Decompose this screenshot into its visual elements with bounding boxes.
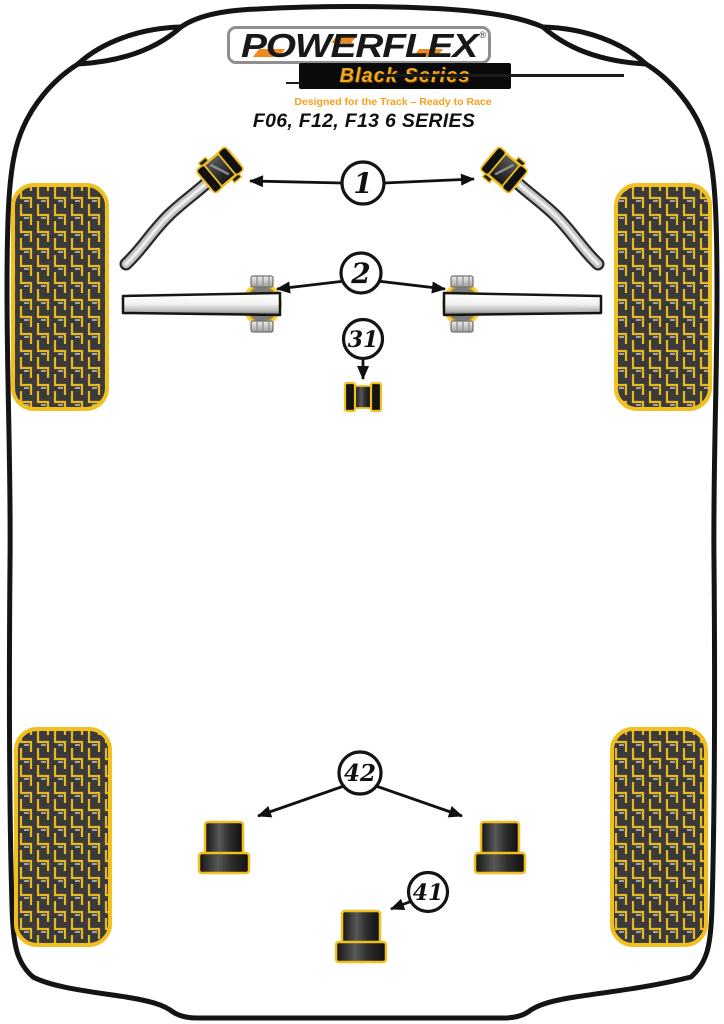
arrow-42-right bbox=[375, 784, 463, 818]
callout-1-label: 1 bbox=[353, 167, 372, 200]
vehicle-model-title: F06, F12, F13 6 SERIES bbox=[252, 110, 476, 132]
top-hat-bush-rear-centre-icon bbox=[334, 909, 388, 964]
banner-strike-line bbox=[379, 74, 624, 77]
headlight-right-outline bbox=[540, 24, 649, 67]
callout-markers: 1 2 31 42 41 bbox=[337, 160, 450, 914]
control-arm-right bbox=[442, 275, 603, 333]
car-body-outline bbox=[4, 4, 720, 1021]
arrow-42-left bbox=[257, 784, 345, 818]
callout-arrows bbox=[249, 173, 475, 911]
arrow-1-right bbox=[383, 173, 475, 186]
callout-2-label: 2 bbox=[350, 257, 370, 290]
callout-41: 41 bbox=[406, 870, 450, 914]
brand-tagline: Designed for the Track – Ready to Race bbox=[294, 96, 492, 108]
small-spool-bush-icon bbox=[343, 381, 383, 413]
callout-42-label: 42 bbox=[344, 760, 376, 787]
control-arm-left bbox=[121, 275, 282, 333]
headlight-left-outline bbox=[75, 24, 184, 67]
callout-42: 42 bbox=[337, 750, 383, 796]
control-arm-bar-left bbox=[121, 291, 282, 317]
top-hat-bush-rear-left-icon bbox=[197, 820, 251, 875]
tire-rear-left bbox=[14, 727, 112, 947]
top-hat-bush-rear-right-icon bbox=[473, 820, 527, 875]
logo-wordmark: POWERFLEX bbox=[240, 26, 478, 64]
powerflex-logo: POWERFLEX ® bbox=[227, 26, 491, 64]
callout-2: 2 bbox=[339, 251, 383, 295]
tire-front-left bbox=[11, 183, 109, 411]
tire-rear-right bbox=[610, 727, 708, 947]
tire-front-right bbox=[614, 183, 712, 411]
callout-41-label: 41 bbox=[413, 880, 444, 906]
car-body-side-and-rear bbox=[4, 61, 720, 1021]
arrow-2-left bbox=[276, 279, 346, 294]
registered-trademark-symbol: ® bbox=[479, 30, 486, 40]
bonnet-top-outline bbox=[178, 4, 546, 30]
arrow-41 bbox=[390, 898, 413, 911]
anti-roll-bar-bush-front-right-icon bbox=[480, 146, 528, 194]
anti-roll-bar-bush-front-left-icon bbox=[196, 146, 244, 194]
control-arm-bar-right bbox=[442, 291, 603, 317]
callout-1: 1 bbox=[340, 160, 386, 206]
black-series-banner: Black Series bbox=[286, 63, 624, 89]
callout-31-label: 31 bbox=[348, 327, 379, 353]
tires bbox=[11, 183, 712, 947]
arrow-1-left bbox=[249, 175, 343, 188]
banner-strike-stub bbox=[286, 82, 302, 84]
callout-31: 31 bbox=[341, 317, 385, 361]
arrow-2-right bbox=[376, 279, 446, 294]
